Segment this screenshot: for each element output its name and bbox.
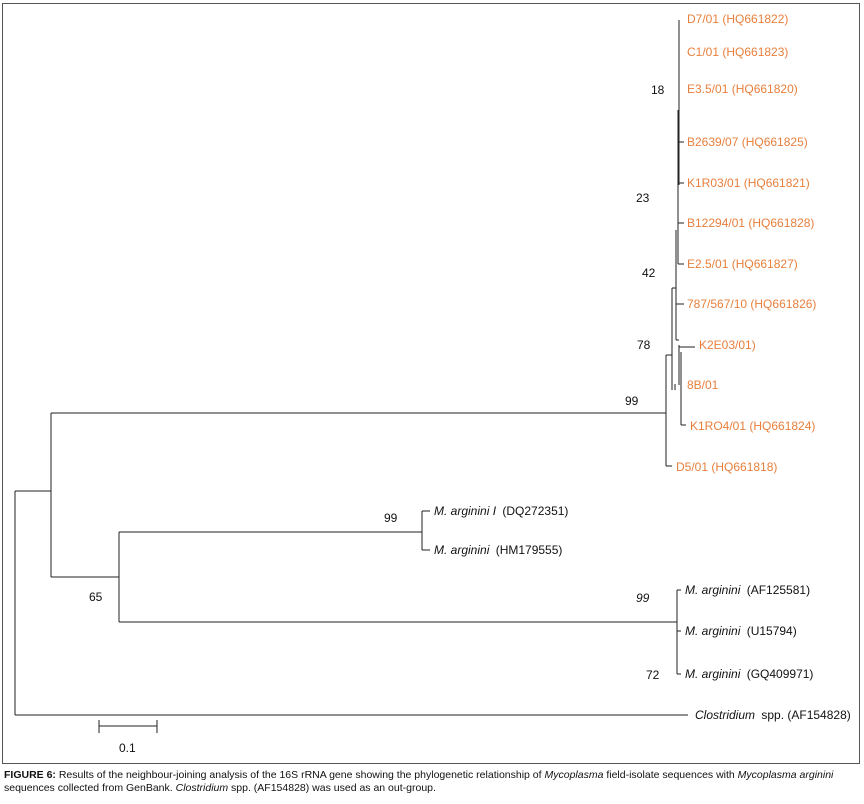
bootstrap-node23: 23: [636, 191, 650, 205]
genbank-labels: M. arginini I (DQ272351) M. arginini (HM…: [434, 504, 851, 722]
leaf-label-k1ro4: K1RO4/01 (HQ661824): [690, 419, 815, 433]
leaf-accession-af125: (AF125581): [747, 583, 810, 597]
leaf-label-gq: M. arginini (GQ409971): [685, 667, 813, 681]
leaf-label-d5: D5/01 (HQ661818): [676, 460, 777, 474]
bootstrap-genbank-clade: 65: [89, 590, 103, 604]
caption-text-4: spp. (AF154828) was used as an out-group…: [228, 782, 436, 794]
leaf-label-b2639: B2639/07 (HQ661825): [687, 135, 808, 149]
leaf-species-u157: M. arginini: [685, 624, 741, 638]
caption-italic-3: Clostridium: [175, 782, 229, 794]
leaf-label-k2e03: K2E03/01): [699, 338, 756, 352]
leaf-accession-u157: (U15794): [747, 624, 797, 638]
leaf-species-hm: M. arginini: [434, 543, 490, 557]
bootstrap-values: 18 23 42 78 99 99 65 99 72: [89, 83, 665, 682]
leaf-label-d7: D7/01 (HQ661822): [687, 12, 788, 26]
leaf-label-787: 787/567/10 (HQ661826): [687, 297, 816, 311]
caption-text-1: Results of the neighbour-joining analysi…: [55, 769, 545, 781]
leaf-label-c1: C1/01 (HQ661823): [687, 45, 788, 59]
leaf-species-gq: M. arginini: [685, 667, 741, 681]
leaf-label-hm: M. arginini (HM179555): [434, 543, 562, 557]
bootstrap-node42: 42: [642, 266, 656, 280]
leaf-label-8b: 8B/01: [687, 378, 719, 392]
leaf-label-b12294: B12294/01 (HQ661828): [687, 216, 814, 230]
leaf-label-e25: E2.5/01 (HQ661827): [687, 257, 798, 271]
leaf-accession-gq: (GQ409971): [747, 667, 814, 681]
field-isolate-labels: D7/01 (HQ661822) C1/01 (HQ661823) E3.5/0…: [676, 12, 816, 474]
leaf-accession-clostridium: spp. (AF154828): [761, 708, 850, 722]
leaf-label-af125: M. arginini (AF125581): [685, 583, 810, 597]
leaf-label-k1r03: K1R03/01 (HQ661821): [687, 176, 810, 190]
caption-text-2: field-isolate sequences with: [603, 769, 738, 781]
scale-bar-label: 0.1: [119, 741, 136, 755]
caption-italic-2: Mycoplasma arginini: [737, 769, 834, 781]
caption-label: FIGURE 6:: [4, 769, 56, 781]
leaf-accession-hm: (HM179555): [496, 543, 563, 557]
bootstrap-node18: 18: [651, 83, 665, 97]
bootstrap-dq-hm: 99: [384, 511, 398, 525]
caption-text-3: sequences collected from GenBank.: [4, 782, 176, 794]
figure-caption: FIGURE 6: Results of the neighbour-joini…: [4, 769, 860, 795]
bootstrap-gq: 72: [646, 668, 660, 682]
tree-frame: [2, 3, 860, 764]
bootstrap-node78: 78: [637, 338, 651, 352]
leaf-label-dq: M. arginini I (DQ272351): [434, 504, 568, 518]
caption-italic-1: Mycoplasma: [544, 769, 604, 781]
leaf-label-clostridium: Clostridium spp. (AF154828): [695, 708, 851, 722]
leaf-label-u157: M. arginini (U15794): [685, 624, 797, 638]
leaf-species-dq: M. arginini I: [434, 504, 497, 518]
scale-bar: 0.1: [98, 720, 158, 755]
tree-branches: [14, 20, 695, 716]
leaf-accession-dq: (DQ272351): [502, 504, 568, 518]
leaf-species-clostridium: Clostridium: [695, 708, 755, 722]
bootstrap-field-clade: 99: [625, 394, 639, 408]
leaf-label-e35: E3.5/01 (HQ661820): [687, 82, 798, 96]
leaf-species-af125: M. arginini: [685, 583, 741, 597]
phylogenetic-tree: D7/01 (HQ661822) C1/01 (HQ661823) E3.5/0…: [14, 12, 851, 755]
bootstrap-af-clade: 99: [636, 591, 650, 605]
